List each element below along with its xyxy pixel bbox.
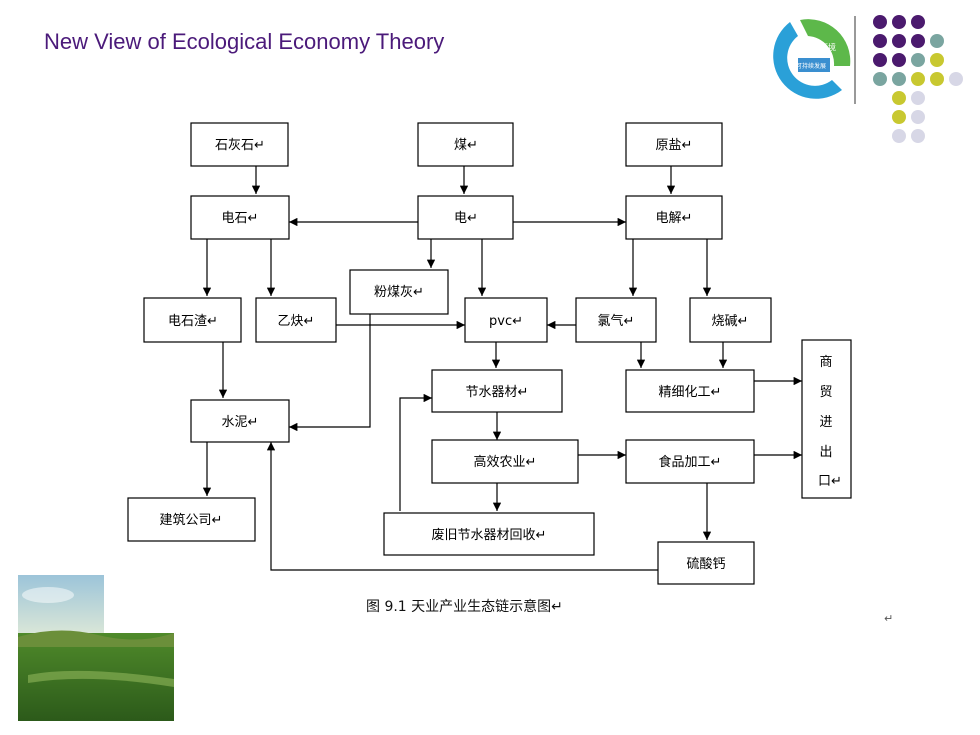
label-efficient-agriculture: 高效农业↵ [474, 454, 537, 470]
paragraph-mark: ↵ [884, 612, 894, 625]
label-trade-1: 商 [819, 355, 832, 370]
node-fly-ash [349, 269, 449, 315]
decor-dot [892, 129, 906, 143]
label-carbide-slag: 电石渣↵ [168, 314, 218, 329]
node-coal [417, 122, 514, 167]
label-pvc: pvc↵ [489, 314, 523, 329]
decor-dot [911, 72, 925, 86]
slide-title: New View of Ecological Economy Theory [44, 29, 445, 54]
logo-economy-text: 经济 [758, 72, 774, 82]
node-carbide-slag [143, 297, 242, 343]
node-water-saving-equipment [431, 369, 563, 413]
decor-dot [873, 53, 887, 67]
decor-dot [892, 53, 906, 67]
node-efficient-agriculture [431, 439, 579, 484]
decor-dot [930, 72, 944, 86]
decor-dot [892, 34, 906, 48]
decor-dot [892, 72, 906, 86]
label-trade-4: 出 [819, 445, 832, 460]
label-acetylene: 乙炔↵ [278, 314, 315, 329]
label-cement: 水泥↵ [222, 415, 259, 430]
node-construction-company [127, 497, 256, 542]
node-cement [190, 399, 290, 443]
decor-dot [873, 34, 887, 48]
node-pvc [464, 297, 548, 343]
edge-calciumsulfate-cement [266, 442, 658, 571]
node-electricity [417, 195, 514, 240]
label-water-saving-equipment: 节水器材↵ [466, 385, 529, 400]
decor-dot [911, 91, 925, 105]
label-trade-5: 口↵ [818, 474, 842, 489]
figure-caption: 图 9.1 天业产业生态链示意图↵ [366, 599, 563, 615]
landscape-image [18, 575, 174, 721]
label-caustic-soda: 烧碱↵ [712, 314, 749, 329]
label-fine-chemicals: 精细化工↵ [659, 385, 722, 400]
decor-dot [911, 129, 925, 143]
decor-dot [930, 34, 944, 48]
label-electrolysis: 电解↵ [656, 211, 693, 226]
sustainability-cycle-logo: 经济 环境 可持续发展 [750, 16, 858, 104]
label-fly-ash: 粉煤灰↵ [374, 285, 424, 300]
node-equipment-recycling [383, 512, 595, 556]
decor-dot [892, 91, 906, 105]
decor-dot [949, 72, 963, 86]
decor-dot [873, 15, 887, 29]
decor-dot [930, 53, 944, 67]
node-food-processing [625, 439, 755, 484]
label-equipment-recycling: 废旧节水器材回收↵ [432, 527, 547, 543]
label-limestone: 石灰石↵ [215, 138, 265, 153]
label-trade-2: 贸 [819, 385, 832, 400]
node-electrolysis [625, 195, 723, 240]
decor-dot [911, 110, 925, 124]
logo-center-text: 可持续发展 [796, 62, 826, 70]
decor-dot [873, 72, 887, 86]
node-acetylene [255, 297, 337, 343]
decorative-dot-grid [873, 15, 963, 143]
node-raw-salt [625, 122, 723, 167]
label-calcium-sulfate: 硫酸钙 [686, 557, 725, 572]
node-caustic-soda [689, 297, 772, 343]
label-trade-3: 进 [819, 415, 832, 430]
node-chlorine [575, 297, 657, 343]
node-fine-chemicals [625, 369, 755, 413]
decor-dot [911, 15, 925, 29]
label-chlorine: 氯气↵ [598, 313, 635, 329]
edge-recycling-equipment [399, 393, 432, 511]
label-raw-salt: 原盐↵ [656, 138, 693, 153]
decor-dot [892, 110, 906, 124]
decor-dot [892, 15, 906, 29]
label-coal: 煤↵ [454, 138, 478, 153]
node-limestone [190, 122, 289, 167]
node-trade [801, 339, 852, 499]
label-electricity: 电↵ [454, 211, 478, 226]
decor-dot [911, 34, 925, 48]
edge-flyash-cement [289, 314, 371, 432]
node-calcium-carbide [190, 195, 290, 240]
node-calcium-sulfate [657, 541, 755, 585]
label-calcium-carbide: 电石↵ [222, 211, 259, 226]
label-construction-company: 建筑公司↵ [160, 512, 223, 528]
decor-dot [911, 53, 925, 67]
logo-environment-text: 环境 [820, 42, 836, 52]
label-food-processing: 食品加工↵ [659, 454, 722, 470]
